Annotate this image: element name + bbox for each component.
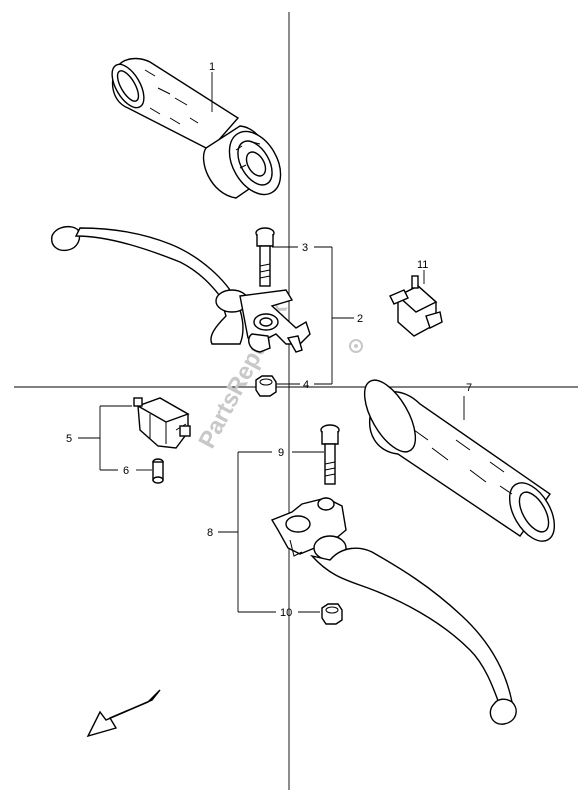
lower-nut-part xyxy=(321,603,343,625)
callout-6: 6 xyxy=(123,465,129,477)
pivot-bolt-part xyxy=(255,227,275,287)
callout-1: 1 xyxy=(209,61,215,73)
nut-part xyxy=(255,375,277,397)
lower-pivot-bolt-part xyxy=(320,424,340,485)
callout-5: 5 xyxy=(66,433,72,445)
callout-11: 11 xyxy=(417,259,428,271)
callout-7: 7 xyxy=(466,382,472,394)
callout-2: 2 xyxy=(357,313,363,325)
brake-lever-part xyxy=(270,497,517,725)
leader-lines xyxy=(78,72,465,613)
right-grip-part xyxy=(363,379,556,542)
callout-10: 10 xyxy=(280,607,292,619)
clutch-lever-part xyxy=(51,225,311,353)
callout-9: 9 xyxy=(278,447,284,459)
holder-part xyxy=(133,397,191,449)
direction-arrow-icon xyxy=(86,689,161,738)
watermark-gear-icon xyxy=(349,339,363,353)
left-grip-part xyxy=(111,57,282,199)
callout-3: 3 xyxy=(302,242,308,254)
callout-8: 8 xyxy=(207,527,213,539)
switch-part xyxy=(389,275,443,337)
callout-4: 4 xyxy=(303,379,309,391)
screw-part xyxy=(152,458,164,484)
